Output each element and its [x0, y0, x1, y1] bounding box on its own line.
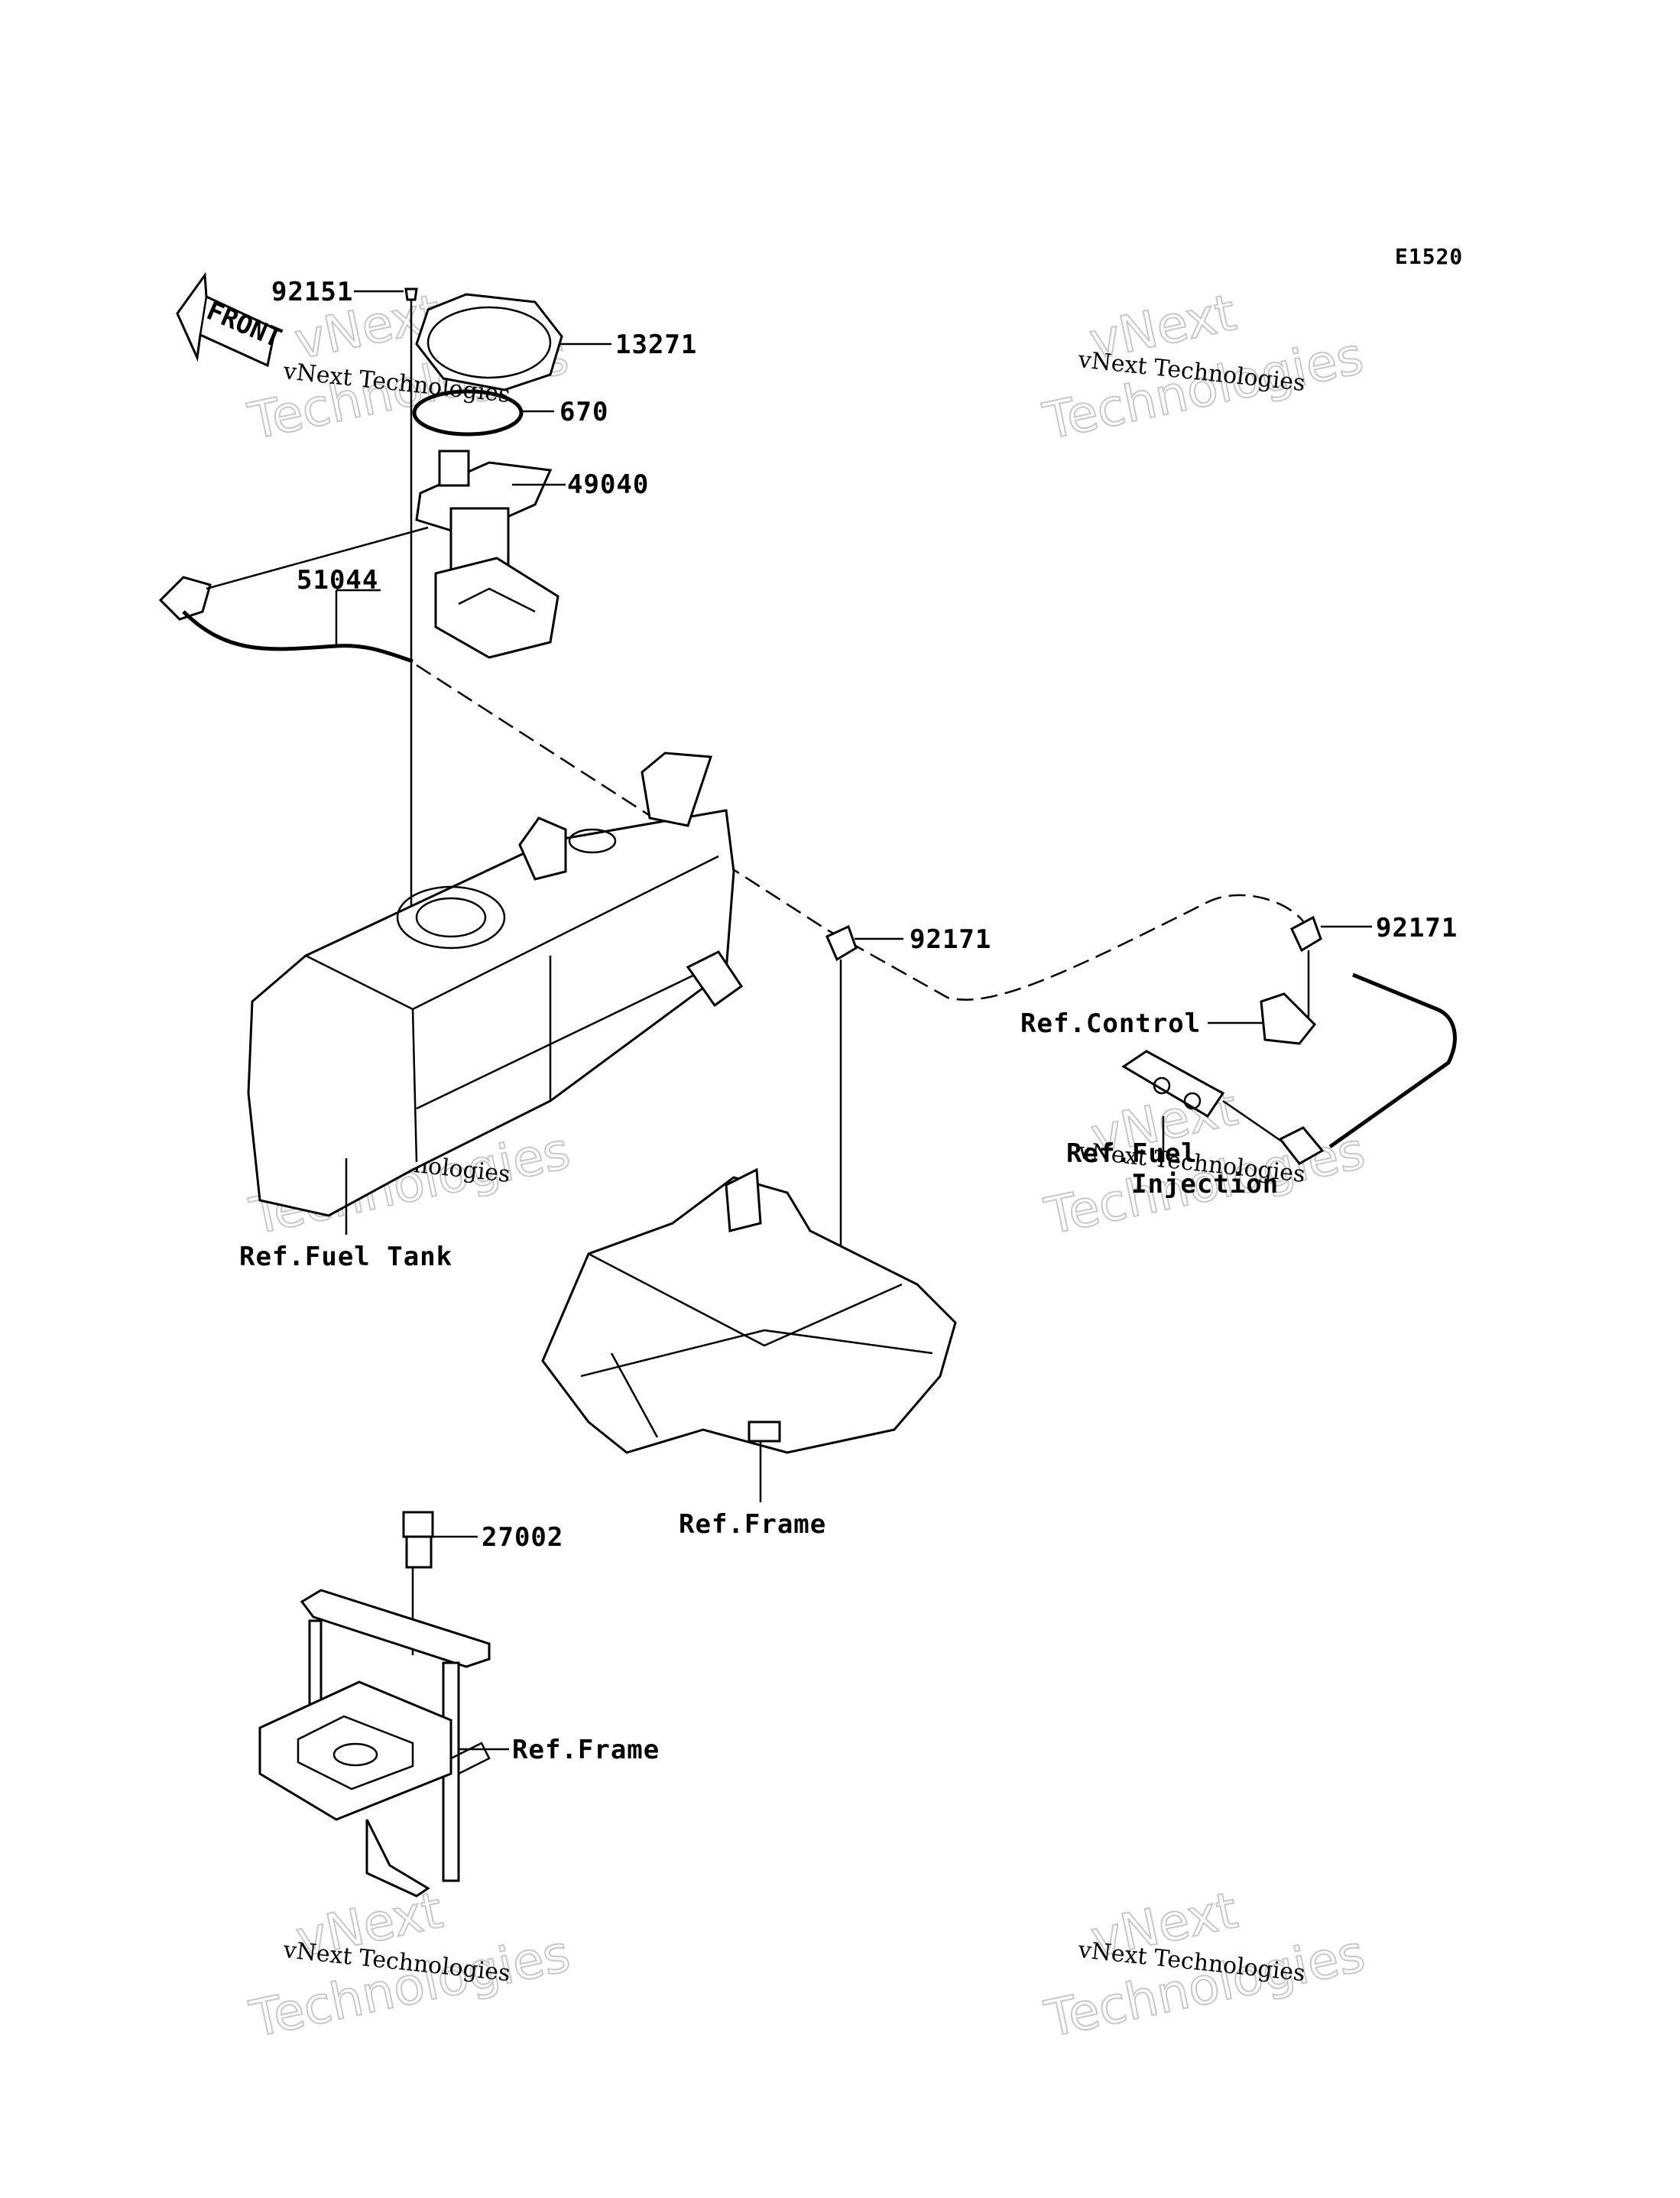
label-ref-frame-center: Ref.Frame — [679, 1509, 826, 1540]
plate-13271 — [415, 293, 611, 391]
frame-center — [541, 1167, 957, 1502]
fuel-tank — [247, 752, 744, 1217]
front-arrow-icon: FRONT — [176, 271, 286, 368]
label-13271: 13271 — [615, 330, 697, 360]
label-ref-control: Ref.Control — [1020, 1008, 1201, 1039]
label-92171-center: 92171 — [910, 924, 991, 955]
screw-92151 — [354, 287, 418, 929]
label-ref-fuel-tank: Ref.Fuel Tank — [239, 1242, 452, 1272]
watermark-top-right: vNext Technologies — [1037, 282, 1369, 452]
fuel-pump-49040 — [415, 450, 566, 659]
frame-bottom — [258, 1589, 509, 1898]
label-92171-right: 92171 — [1376, 913, 1458, 943]
label-ref-fuel-injection-line2: Injection — [1131, 1169, 1279, 1200]
label-27002: 27002 — [482, 1522, 563, 1553]
diagram-code: E1520 — [1395, 244, 1463, 269]
label-51044: 51044 — [297, 565, 378, 596]
label-ref-fuel-injection-line1: Ref.Fuel — [1066, 1138, 1198, 1169]
label-49040: 49040 — [567, 469, 649, 500]
label-92151: 92151 — [271, 277, 353, 307]
control-bracket — [1208, 992, 1317, 1045]
oring-670 — [412, 389, 554, 437]
label-ref-frame-bottom: Ref.Frame — [512, 1735, 660, 1765]
relay-27002 — [402, 1511, 478, 1655]
fuel-injection-rail — [1121, 1050, 1325, 1165]
harness-51044 — [158, 526, 1304, 1001]
label-670: 670 — [559, 397, 608, 427]
clamp-92171-right — [1290, 915, 1457, 1149]
